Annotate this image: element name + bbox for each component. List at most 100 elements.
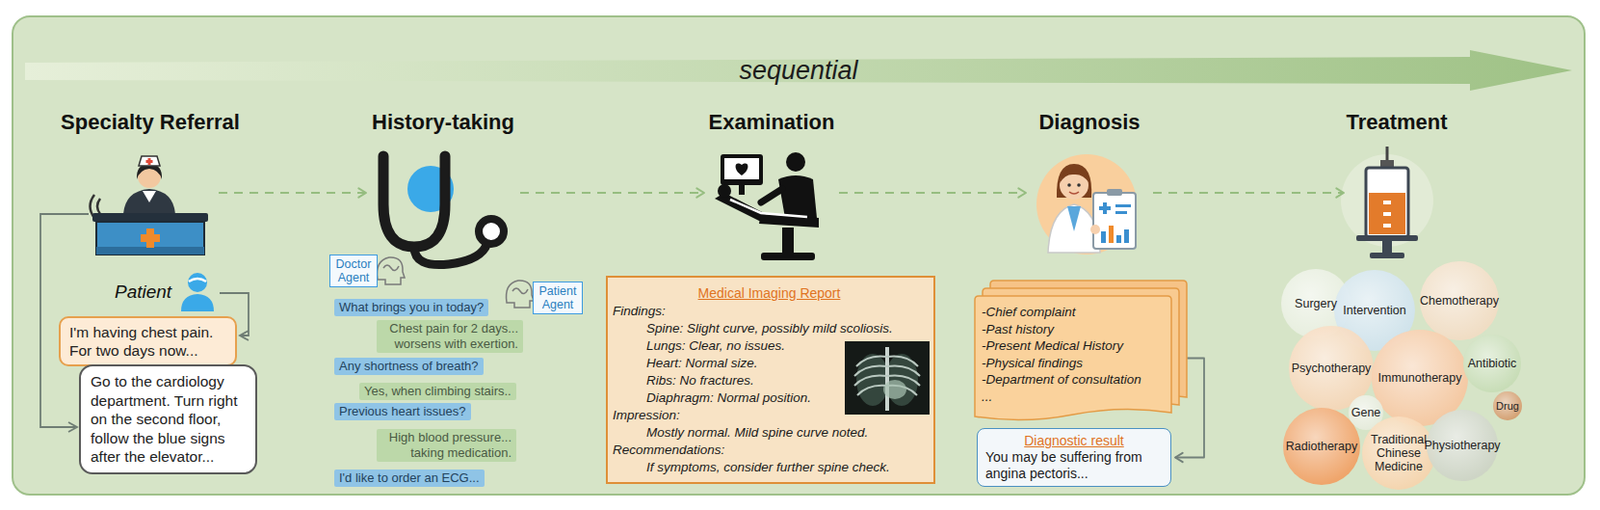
therapy-name: Antibiotic [1468,356,1518,370]
syringe-icon [1369,252,1405,259]
doctor-icon [1048,204,1101,253]
xray-image [844,340,930,415]
syringe-icon [1382,240,1392,253]
imaging-report: Medical Imaging ReportFindings:Spine: Sl… [605,275,936,484]
patient-utterance: Chest pain for 2 days... worsens with ex… [376,319,524,353]
flow-connector [1153,191,1344,194]
doctor-icon [1090,224,1101,235]
report-line: Recommendations: [612,441,926,459]
bubble-text: I'm having chest pain. For two days now.… [69,322,227,360]
utterance-text: Previous heart issues? [339,403,467,420]
stethoscope-icon [478,218,504,244]
result-box: Diagnostic resultYou may be suffering fr… [976,427,1172,487]
therapy-name: Immunotherapy [1378,370,1463,385]
doctor-icon [1069,191,1079,194]
utterance-text: I'd like to order an ECG... [339,470,480,486]
examination-icon [786,152,806,172]
examination-icon [730,199,808,217]
panel-ground [12,16,1585,495]
examination-icon [724,157,760,180]
report-line: Findings: [612,302,926,320]
xray-image [883,379,907,399]
examination-icon [782,227,794,255]
doctor-icon [1059,168,1090,184]
circle-shine [1419,261,1499,341]
therapy-name: Radiotherapy [1285,439,1358,453]
stage-node: Specialty Referral [86,144,214,241]
nurse-desk-icon [142,190,157,203]
circle-shape [1419,261,1499,341]
doctor-icon [1116,235,1122,243]
leader-line [68,421,78,432]
nurse-desk-icon [123,188,176,214]
doctor-icon [1067,206,1081,232]
speech-bubble: Go to the cardiology department. Turn ri… [78,364,258,474]
flow-connector [520,187,705,197]
arrow-label: sequential [738,55,858,86]
therapy-name: Surgery [1294,296,1338,311]
utterance-text: What brings you in today? [339,299,484,315]
circle-shape [1463,334,1522,393]
record-line: -Chief complaint [981,303,1164,321]
section-title: Medical Imaging Report [612,283,926,303]
flow-connector [218,187,367,197]
doctor-icon [1108,225,1114,243]
report-line: Ribs: No fractures. [646,371,926,390]
doctor-icon [1101,231,1106,243]
stage-node: Examination [708,144,835,241]
speech-bubble: I'm having chest pain. For two days now.… [58,315,237,367]
agent-tag: Patient Agent [532,281,583,315]
nurse-desk-icon [146,159,154,163]
syringe-icon [1383,223,1391,228]
patient-utterance: High blood pressure... taking medication… [376,428,517,462]
nurse-desk-icon [96,246,205,255]
flow-connector [839,191,1026,194]
doctor-icon [1115,204,1131,208]
examination-icon [720,154,763,185]
therapy-name: Drug [1495,398,1520,413]
doctor-utterance: Any shortness of breath? [334,357,484,375]
sheet-shape [974,295,1172,420]
therapy-name: Gene [1351,405,1382,420]
report-line: Heart: Normal size. [646,354,926,372]
utterance-text: Chest pain for 2 days... worsens with ex… [381,320,519,352]
stage-node: Treatment [1348,144,1445,241]
patient-label: Patient [114,281,172,303]
flow-connector [839,187,1026,197]
therapy-bubble: Physiotherapy [1426,409,1498,481]
record-line: -Present Medical History [981,337,1164,355]
result-text: You may be suffering from angina pectori… [985,448,1163,482]
examination-icon [738,184,745,195]
patient-icon [181,272,214,312]
syringe-icon [1386,146,1390,162]
arrow-shape [25,50,1573,91]
doctor-icon [1076,183,1081,187]
arrow-head [1336,187,1344,197]
circle-shine [1283,407,1361,485]
nurse-desk-icon [90,156,210,255]
therapy-name: Traditional Chinese Medicine [1366,432,1431,473]
circle-shine [1463,334,1522,393]
report-line: Spine: Slight curve, possibly mild scoli… [646,319,926,338]
brain-icon [512,288,528,294]
doctor-utterance: I'd like to order an ECG... [334,469,485,487]
xray-image [854,355,888,395]
therapy-bubble: Antibiotic [1463,334,1522,393]
stage-title: Examination [593,109,950,135]
report-line: Mostly normal. Mild spine curve noted. [646,423,926,442]
arrow-head [696,187,705,197]
syringe-icon [1340,154,1434,247]
circle-shine [1493,391,1522,420]
doctor-icon [1106,188,1123,196]
stage-node: Diagnosis [1030,144,1149,241]
xray-image [844,340,930,415]
examination-icon [760,188,783,203]
syringe-icon [1383,211,1391,216]
patient-utterance: Yes, when climbing stairs.. [359,382,517,400]
stage-title: Specialty Referral [0,109,330,135]
therapy-bubble: Drug [1493,391,1522,420]
report-line: Impression: [612,406,926,424]
stage-title: History-taking [255,109,631,135]
circle-shine [1362,416,1436,490]
